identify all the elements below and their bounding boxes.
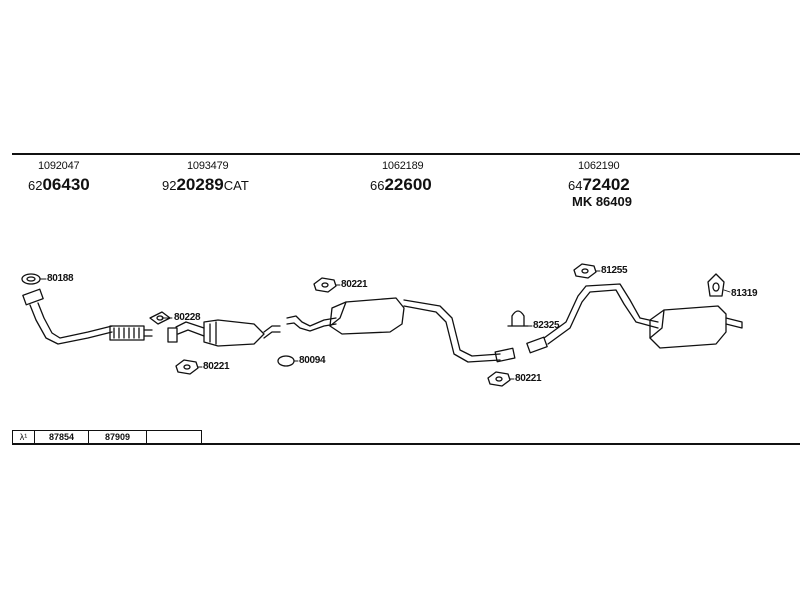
label-80221-c: 80221 <box>515 373 542 384</box>
group-4-ref: 1062190 <box>578 160 620 172</box>
catalytic-converter <box>167 319 281 347</box>
clamp-82325-icon <box>507 310 529 327</box>
flange-80221-icon <box>175 359 199 375</box>
label-80221-b: 80221 <box>341 279 368 290</box>
label-80228: 80228 <box>174 312 201 323</box>
group-3-ref: 1062189 <box>382 160 424 172</box>
top-rule <box>12 153 800 155</box>
group-2-number: 9220289CAT <box>162 175 249 195</box>
clamp-80188-icon <box>21 273 41 285</box>
label-80221-a: 80221 <box>203 361 230 372</box>
group-4-prefix: 64 <box>568 178 583 193</box>
group-4-main: 72402 <box>582 175 630 194</box>
flange-81255-icon <box>573 263 597 279</box>
label-82325: 82325 <box>533 320 560 331</box>
group-1-prefix: 62 <box>28 178 43 193</box>
label-81319: 81319 <box>731 288 758 299</box>
flange-80221-lower-icon <box>487 371 511 387</box>
group-2-ref: 1093479 <box>187 160 229 172</box>
sensor-legend: λ¹ 87854 87909 <box>12 430 202 444</box>
legend-code-2: 87909 <box>89 431 147 443</box>
group-3-number: 6622600 <box>370 175 432 195</box>
group-2-prefix: 92 <box>162 178 177 193</box>
label-81255: 81255 <box>601 265 628 276</box>
center-silencer <box>286 297 516 363</box>
group-1-main: 06430 <box>42 175 90 194</box>
mk-code: MK 86409 <box>572 194 632 209</box>
group-1-number: 6206430 <box>28 175 90 195</box>
group-3-main: 22600 <box>384 175 432 194</box>
hanger-81319-icon <box>707 273 725 297</box>
label-80188: 80188 <box>47 273 74 284</box>
group-2-suffix: CAT <box>223 178 249 193</box>
lambda-symbol: λ¹ <box>13 431 35 443</box>
group-2-main: 20289 <box>176 175 224 194</box>
rear-silencer <box>526 283 743 354</box>
front-pipe <box>22 288 153 345</box>
legend-code-1: 87854 <box>35 431 89 443</box>
legend-code-3 <box>147 431 201 443</box>
flange-80221-center-icon <box>313 277 337 293</box>
bottom-rule <box>12 443 800 445</box>
group-4-number: 6472402 <box>568 175 630 195</box>
group-3-prefix: 66 <box>370 178 385 193</box>
label-80094: 80094 <box>299 355 326 366</box>
group-1-ref: 1092047 <box>38 160 80 172</box>
gasket-80094-icon <box>277 355 295 367</box>
